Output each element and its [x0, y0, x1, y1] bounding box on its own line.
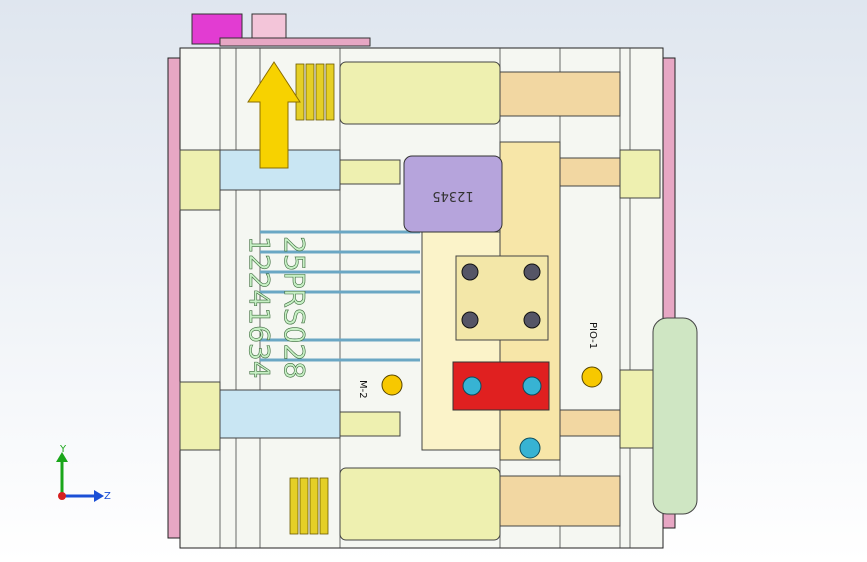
- axis-triad: Y Z: [56, 444, 111, 502]
- clamp-bolts: [461, 263, 541, 329]
- lower-pin: [339, 411, 401, 437]
- y-arrow-head: [56, 452, 68, 462]
- z-arrow-head: [94, 490, 104, 502]
- label-block: [403, 155, 503, 233]
- small-label-left: M-2: [357, 380, 368, 399]
- right-handwheel: [652, 317, 698, 515]
- slide-bolt: [519, 437, 541, 459]
- ejector-pins: [260, 230, 420, 362]
- left-knob: [381, 374, 403, 396]
- top-strip: [219, 37, 371, 47]
- direction-arrow: [247, 61, 301, 169]
- pink-connector-cap: [251, 13, 287, 41]
- right-upper-boss: [619, 149, 661, 199]
- bottom-spring: [289, 477, 329, 535]
- lower-ejector-sleeve: [219, 389, 341, 439]
- y-axis-label: Y: [59, 444, 67, 455]
- top-spring: [295, 63, 335, 121]
- bottom-guide-cylinder: [339, 467, 501, 541]
- right-upper-pin: [559, 157, 621, 187]
- upper-pin: [339, 159, 401, 185]
- left-clamp-plate: [167, 57, 181, 539]
- triad-origin: [58, 492, 66, 500]
- label-block-text: 12345: [432, 188, 473, 203]
- right-knob: [581, 366, 603, 388]
- top-bushing: [499, 71, 621, 117]
- small-label-right: PIO-1: [587, 322, 598, 349]
- engraved-text-line1: 25PRS028: [278, 236, 311, 379]
- left-upper-boss: [179, 149, 221, 211]
- top-guide-cylinder: [339, 61, 501, 125]
- left-lower-boss: [179, 381, 221, 451]
- red-block-bolts: [462, 376, 542, 396]
- engraved-text-line2: 12241634: [243, 236, 276, 379]
- bottom-bushing: [499, 475, 621, 527]
- right-lower-pin: [559, 409, 621, 437]
- z-axis-label: Z: [104, 491, 111, 502]
